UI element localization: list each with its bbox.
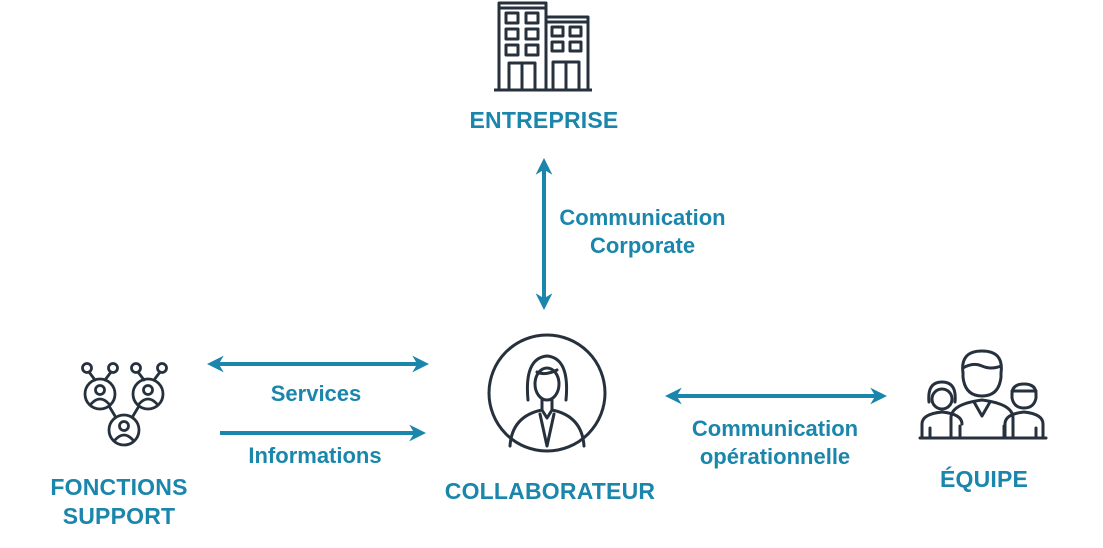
corporate-edge-line1: Communication (559, 205, 726, 230)
fonctions-support-label: FONCTIONS SUPPORT (19, 473, 219, 531)
operationnelle-edge-line2: opérationnelle (699, 443, 851, 469)
entreprise-label: ENTREPRISE (469, 107, 619, 133)
businesswoman-avatar-icon (487, 333, 607, 453)
corporate-edge-label: Communication Corporate (530, 204, 755, 259)
fonctions-support-line2: SUPPORT (62, 502, 176, 529)
equipe-label: ÉQUIPE (939, 466, 1029, 492)
services-edge-label: Services (270, 381, 362, 406)
operationnelle-edge-line1: Communication (691, 416, 859, 441)
building-icon (494, 1, 592, 92)
informations-edge-label: Informations (248, 443, 382, 468)
fonctions-support-line1: FONCTIONS (50, 474, 188, 500)
collaborateur-label: COLLABORATEUR (444, 478, 656, 504)
team-group-icon (918, 349, 1048, 440)
corporate-edge-line2: Corporate (589, 232, 696, 258)
network-people-icon (81, 362, 168, 447)
operationnelle-edge-label: Communication opérationnelle (660, 415, 890, 470)
